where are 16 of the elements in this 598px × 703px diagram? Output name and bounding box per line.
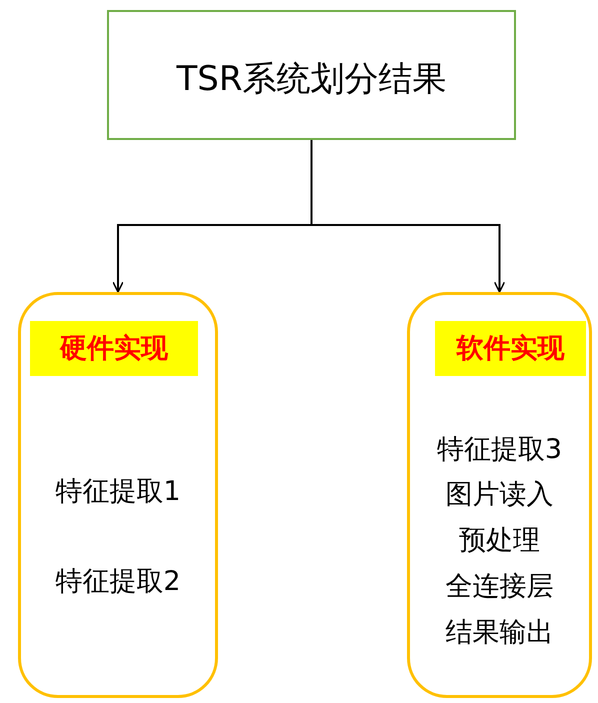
node-text: 特征提取1	[54, 475, 182, 509]
title-box	[107, 10, 516, 140]
node-text: 特征提取2	[54, 565, 182, 599]
node-text: 结果输出	[444, 616, 554, 650]
header-label	[435, 321, 586, 376]
connector-arrow	[310, 140, 506, 293]
node-text: 预处理	[458, 524, 541, 558]
header-label	[30, 321, 198, 376]
node-text: 软件实现	[455, 332, 566, 366]
node-text: 图片读入	[444, 478, 554, 512]
rounded-panel	[18, 292, 218, 698]
node-text: 硬件实现	[58, 332, 169, 366]
node-text: 全连接层	[444, 570, 554, 604]
rounded-panel	[407, 292, 592, 698]
node-text: 特征提取3	[436, 433, 564, 467]
node-text: TSR系统划分结果	[175, 58, 448, 101]
